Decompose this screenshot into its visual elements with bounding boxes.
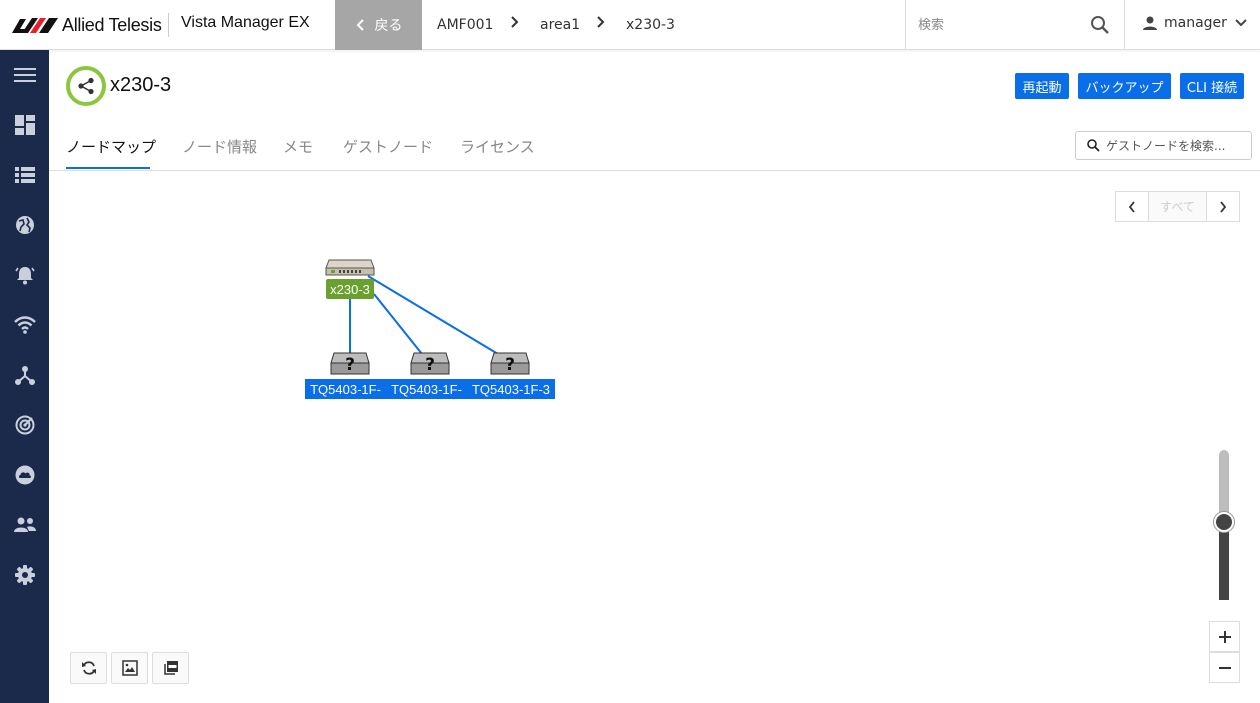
page-title: x230-3 xyxy=(110,74,172,96)
unknown-device-icon[interactable]: ? xyxy=(490,351,530,377)
topology-icon xyxy=(14,366,35,385)
chevron-left-icon xyxy=(1128,200,1135,213)
tab-node-map[interactable]: ノードマップ xyxy=(66,138,157,156)
chevron-right-icon xyxy=(511,16,519,28)
header-divider xyxy=(168,13,169,37)
user-name: manager xyxy=(1164,15,1227,31)
tab-node-info[interactable]: ノード情報 xyxy=(182,138,258,156)
active-tab-indicator xyxy=(66,167,150,169)
unknown-device-icon[interactable]: ? xyxy=(410,351,450,377)
sidebar-item-wifi[interactable] xyxy=(0,300,49,350)
sidebar-item-list[interactable] xyxy=(0,150,49,200)
zoom-track xyxy=(1219,450,1229,522)
back-label: 戻る xyxy=(374,18,403,34)
top-bar: Allied Telesis Vista Manager EX 戻る AMF00… xyxy=(0,0,1260,50)
zoom-in-button[interactable] xyxy=(1209,621,1240,652)
radar-icon xyxy=(15,415,34,435)
dashboard-icon xyxy=(14,115,35,135)
backup-button[interactable]: バックアップ xyxy=(1078,73,1171,99)
users-icon xyxy=(13,517,36,532)
zoom-slider[interactable] xyxy=(1219,450,1229,600)
node-status-avatar xyxy=(66,66,106,106)
svg-text:?: ? xyxy=(425,355,435,375)
pager-next-button[interactable] xyxy=(1206,192,1239,221)
search-icon[interactable] xyxy=(1090,15,1110,35)
sidebar-item-globe[interactable] xyxy=(0,200,49,250)
switch-device-icon[interactable] xyxy=(325,257,375,279)
pager-prev-button[interactable] xyxy=(1116,192,1149,221)
sidebar-item-cloud[interactable] xyxy=(0,450,49,500)
child-node-label[interactable]: TQ5403-1F- xyxy=(386,379,467,399)
child-node-label[interactable]: TQ5403-1F-3 xyxy=(467,379,555,399)
share-icon xyxy=(78,77,94,95)
brand-logo: Allied Telesis xyxy=(12,14,162,36)
child-node-label[interactable]: TQ5403-1F- xyxy=(305,379,386,399)
tab-bar: ノードマップ ノード情報 メモ ゲストノード ライセンス xyxy=(49,120,1260,171)
cli-connect-button[interactable]: CLI 接続 xyxy=(1180,73,1244,99)
export-pdf-button[interactable] xyxy=(152,652,189,684)
cloud-icon xyxy=(15,465,34,485)
list-icon xyxy=(14,167,35,183)
zoom-out-button[interactable] xyxy=(1209,652,1240,683)
refresh-button[interactable] xyxy=(70,652,107,684)
map-link xyxy=(373,293,423,355)
globe-icon xyxy=(15,216,34,234)
sidebar-item-dashboard[interactable] xyxy=(0,100,49,150)
breadcrumb-separator xyxy=(596,14,606,33)
tab-memo[interactable]: メモ xyxy=(283,138,314,156)
map-link xyxy=(367,275,499,355)
svg-text:?: ? xyxy=(505,355,515,375)
refresh-icon xyxy=(81,661,96,675)
guest-node-search xyxy=(1075,131,1252,160)
plus-icon xyxy=(1218,630,1231,643)
sidebar-item-menu[interactable] xyxy=(0,50,49,100)
unknown-device-icon[interactable]: ? xyxy=(330,351,370,377)
map-pager: すべて xyxy=(1115,191,1240,222)
settings-icon xyxy=(14,565,35,585)
sidebar-item-settings[interactable] xyxy=(0,550,49,600)
tab-guest-node[interactable]: ゲストノード xyxy=(343,138,434,156)
app-title: Vista Manager EX xyxy=(181,14,310,31)
sidebar-item-alarm[interactable] xyxy=(0,250,49,300)
allied-telesis-logo-icon xyxy=(12,18,58,33)
search-icon xyxy=(1087,139,1100,152)
pdf-icon xyxy=(163,661,178,675)
zoom-slider-thumb[interactable] xyxy=(1214,512,1234,532)
tab-license[interactable]: ライセンス xyxy=(460,138,535,156)
wifi-icon xyxy=(13,316,36,334)
user-menu[interactable]: manager xyxy=(1142,15,1247,31)
chevron-right-icon xyxy=(597,16,605,28)
chevron-right-icon xyxy=(1220,200,1227,213)
minus-icon xyxy=(1218,666,1231,669)
breadcrumb-area1[interactable]: area1 xyxy=(540,17,581,33)
chevron-left-icon xyxy=(356,19,364,31)
sidebar-item-topology[interactable] xyxy=(0,350,49,400)
root-node-label[interactable]: x230-3 xyxy=(326,279,374,299)
zoom-track-fill xyxy=(1219,522,1229,600)
sidebar-item-users[interactable] xyxy=(0,500,49,550)
chevron-down-icon xyxy=(1235,19,1247,27)
pager-label: すべて xyxy=(1160,200,1195,214)
alarm-icon xyxy=(14,267,35,285)
back-button[interactable]: 戻る xyxy=(335,0,422,50)
breadcrumb-current[interactable]: x230-3 xyxy=(626,17,675,33)
person-icon xyxy=(1143,16,1157,30)
sidebar-item-radar[interactable] xyxy=(0,400,49,450)
global-search xyxy=(905,0,1125,50)
breadcrumb-separator xyxy=(510,14,520,33)
image-icon xyxy=(121,660,138,676)
guest-node-search-input[interactable] xyxy=(1106,137,1246,155)
brand-name: Allied Telesis xyxy=(62,14,162,35)
sidebar xyxy=(0,50,49,703)
export-image-button[interactable] xyxy=(111,652,148,684)
global-search-input[interactable] xyxy=(918,14,1078,36)
reboot-button[interactable]: 再起動 xyxy=(1015,73,1069,99)
svg-text:?: ? xyxy=(345,355,355,375)
breadcrumb-amf001[interactable]: AMF001 xyxy=(437,17,494,33)
menu-icon xyxy=(13,68,36,82)
